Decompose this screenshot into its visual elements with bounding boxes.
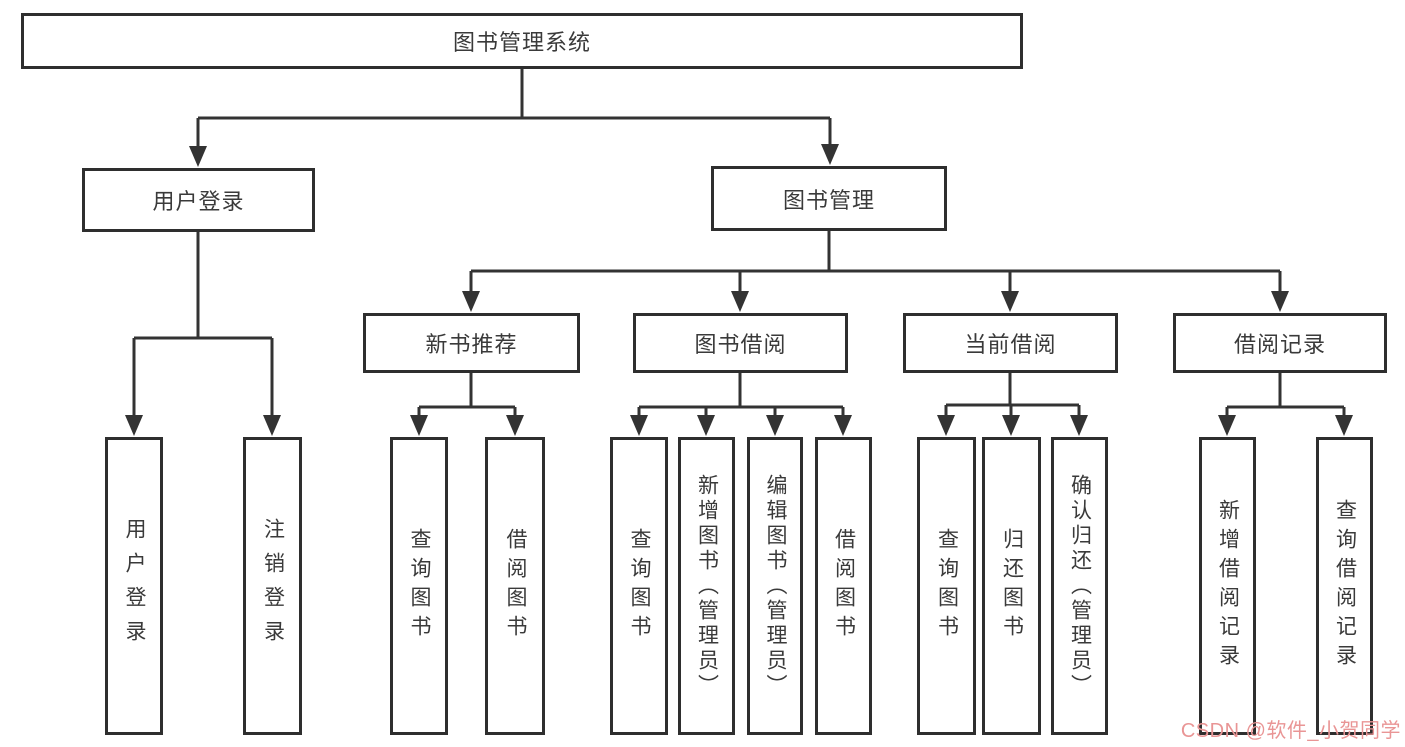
leaf-confirm-return-admin: 确认归还（管理员） [1051, 437, 1108, 735]
node-current-borrow: 当前借阅 [903, 313, 1118, 373]
node-borrow-records: 借阅记录 [1173, 313, 1387, 373]
leaf-borrow-books: 借阅图书 [815, 437, 872, 735]
node-user-login: 用户登录 [82, 168, 315, 232]
leaf-query-books-borrow: 查询图书 [610, 437, 668, 735]
node-root: 图书管理系统 [21, 13, 1023, 69]
leaf-add-book-admin: 新增图书（管理员） [678, 437, 735, 735]
watermark: CSDN @软件_小贺同学 [1180, 720, 1401, 742]
node-book-borrow: 图书借阅 [633, 313, 848, 373]
leaf-user-login: 用户登录 [105, 437, 163, 735]
leaf-query-borrow-record: 查询借阅记录 [1316, 437, 1373, 735]
leaf-logout: 注销登录 [243, 437, 302, 735]
leaf-edit-book-admin: 编辑图书（管理员） [747, 437, 803, 735]
leaf-borrow-books-recommend: 借阅图书 [485, 437, 545, 735]
leaf-return-book: 归还图书 [982, 437, 1041, 735]
leaf-query-books-current: 查询图书 [917, 437, 976, 735]
leaf-add-borrow-record: 新增借阅记录 [1199, 437, 1256, 735]
arrowheads [125, 144, 1353, 436]
node-new-book-recommend: 新书推荐 [363, 313, 580, 373]
node-book-management: 图书管理 [711, 166, 947, 231]
leaf-query-books-recommend: 查询图书 [390, 437, 448, 735]
